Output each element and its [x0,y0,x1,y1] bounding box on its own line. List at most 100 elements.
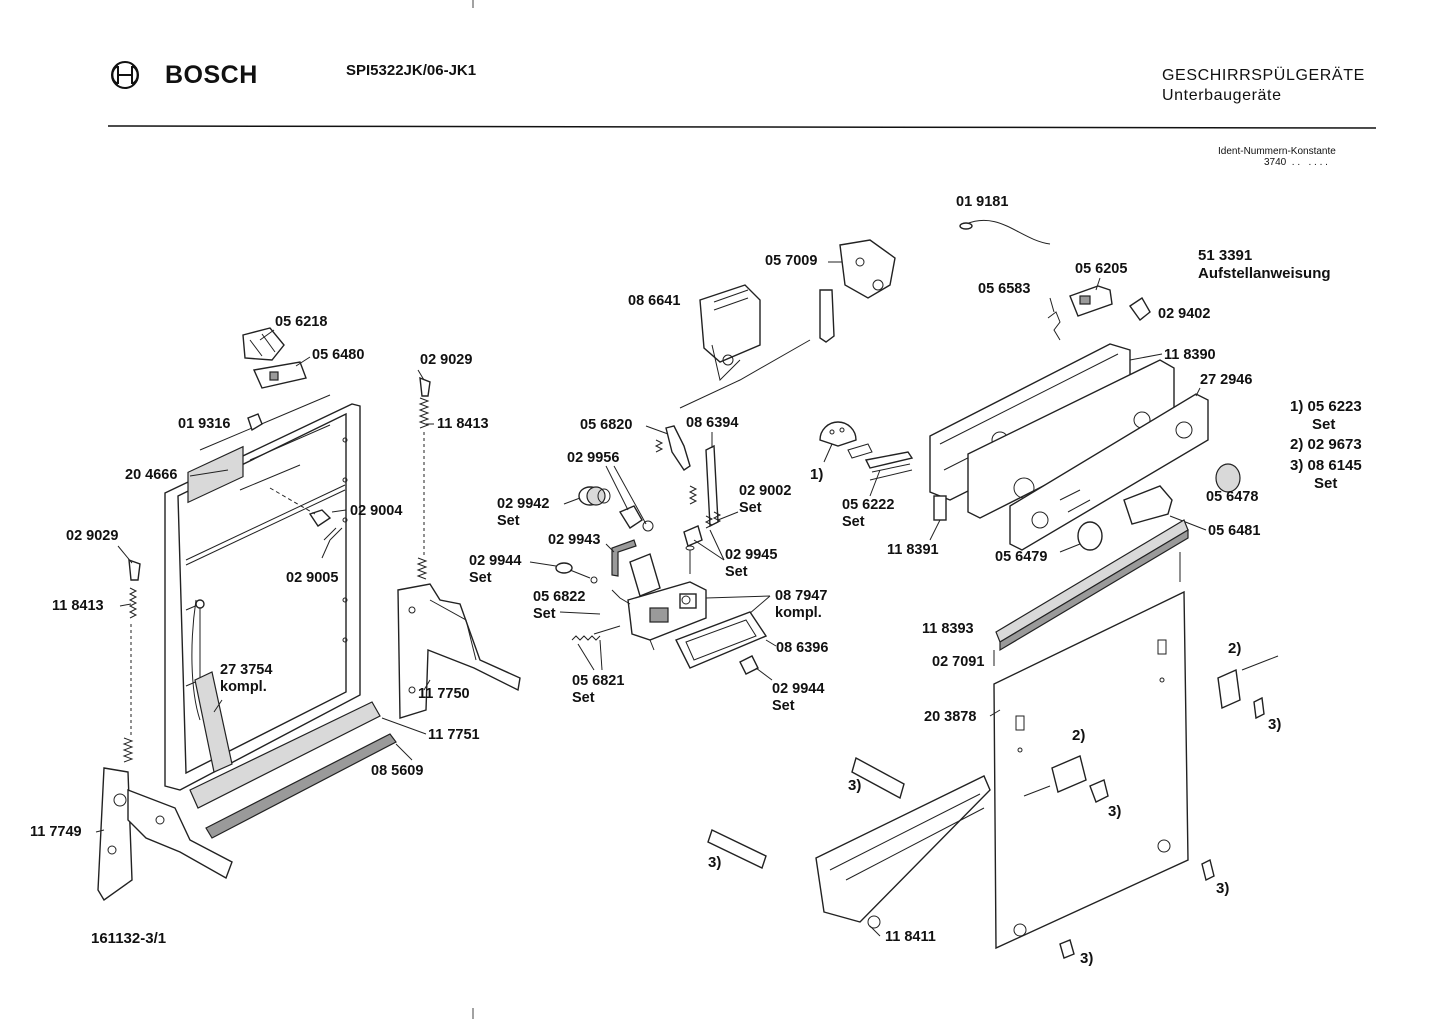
leader-029944-b [755,667,773,681]
part-label: 05 6479 [995,549,1048,565]
leader-056205 [1095,277,1101,291]
leader-029943 [605,543,615,553]
part-label: 11 7750 [418,686,470,702]
part-label: 01 9181 [956,194,1009,210]
hinge-117749 [97,767,233,902]
reference-marker: 1) [810,466,824,483]
part-label: 05 7009 [765,253,818,269]
selector-disc-ref1 [819,421,873,459]
reference-marker: 2) [1228,640,1242,657]
part-label: 05 6205 [1075,261,1128,277]
part-label: 02 9944 Set [772,681,825,714]
door-gasket-273754 [194,671,233,773]
part-label: 02 9942 Set [497,496,550,529]
part-label: 02 9945 Set [725,547,778,580]
part-label: 05 6481 [1208,523,1261,539]
model-number: SPI5322JK/06-JK1 [346,62,477,79]
clip-ref3-b [1253,696,1265,720]
leader-029004 [331,509,347,513]
screws-029945 [683,511,722,574]
leader-029956-a [605,465,629,511]
reference-marker: 3) [1080,950,1094,967]
knob-029402 [1129,297,1151,322]
wire-clip-029943 [611,539,637,577]
part-label: 05 6583 [978,281,1031,297]
inner-door-panel [164,394,361,791]
cover-plate [629,553,661,597]
part-label: 01 9316 [178,416,231,432]
leader-087947-a [705,595,771,599]
set-legend-3-set: Set [1314,475,1338,492]
knob-056478 [1215,463,1241,493]
leader-056480 [295,356,311,367]
leader-118390 [1129,353,1163,361]
part-label: 11 7751 [428,727,480,743]
part-label: 02 9943 [548,532,601,548]
hinge-block-ref2-b [1217,655,1279,710]
leader-029945-a [693,539,725,561]
gasket-086396-inner [685,619,757,661]
lever-056820 [654,425,691,471]
installation-manual-note: 51 3391 Aufstellanweisung [1198,247,1331,282]
part-label: 20 3878 [924,709,977,725]
clip-ref3-f [1059,939,1075,959]
part-label: 02 9005 [286,570,339,586]
trim-strip-117751 [189,701,381,809]
set-legend-1-set: Set [1312,416,1336,433]
category-subtitle: Unterbaugeräte [1162,87,1282,104]
part-label: 08 6641 [628,293,681,309]
reference-marker: 3) [1268,716,1282,733]
latch-057009 [819,239,896,343]
trim-strip-118393 [995,519,1189,652]
door-spring-left [122,558,141,763]
leader-117749 [95,829,105,833]
part-label: 05 6218 [275,314,328,330]
leader-056583 [1049,297,1055,313]
header-rule [107,125,1377,129]
leader-056822-a [559,611,601,615]
door-lock-bracket [242,327,307,389]
part-label: 02 9402 [1158,306,1211,322]
part-label: 05 6222 Set [842,497,895,530]
hinge-block-ref2-a [1023,755,1087,797]
set-legend-1: 1) 05 6223 [1290,398,1362,415]
hinge-bracket-117750 [397,583,521,719]
cable-019181 [965,219,1051,245]
cable-019181-plug [959,222,973,230]
reference-marker: 2) [1072,727,1086,744]
spring-rod [593,625,621,635]
part-label: 02 9002 Set [739,483,792,516]
part-label: 11 8390 [1164,347,1216,363]
set-legend-3: 3) 08 6145 [1290,457,1362,474]
part-label: 08 7947 kompl. [775,588,828,621]
part-label: 11 8413 [52,598,104,614]
part-label: 11 8391 [887,542,939,558]
leader-117750 [423,679,431,691]
reference-marker: 3) [848,777,862,794]
switch-056205 [1069,285,1113,317]
clip-ref3-e [1201,858,1215,882]
contact-set-056222 [864,451,914,481]
part-label: 08 5609 [371,763,424,779]
sensor-056583 [1047,311,1061,341]
leader-029002 [717,511,739,521]
part-label: 02 9004 [350,503,403,519]
leader-118391 [929,519,941,541]
leader-273754 [213,699,223,713]
gasket-086396 [675,611,768,669]
leader-029945-b [709,529,725,561]
part-label: 11 8413 [437,416,489,432]
part-label: 02 7091 [932,654,985,670]
leader-029029-right [417,369,425,381]
part-label: 11 8393 [922,621,974,637]
leader-029956-b [613,465,647,525]
button-056481 [1123,485,1173,525]
spring-056821 [571,635,601,641]
part-label: 02 9944 Set [469,553,522,586]
spring-clip-029005 [323,527,343,541]
trim-strip-118411 [815,775,991,929]
set-legend-2: 2) 02 9673 [1290,436,1362,453]
part-label: 27 3754 kompl. [220,662,273,695]
leader-203878 [989,709,1001,717]
leader-085609 [395,743,413,761]
